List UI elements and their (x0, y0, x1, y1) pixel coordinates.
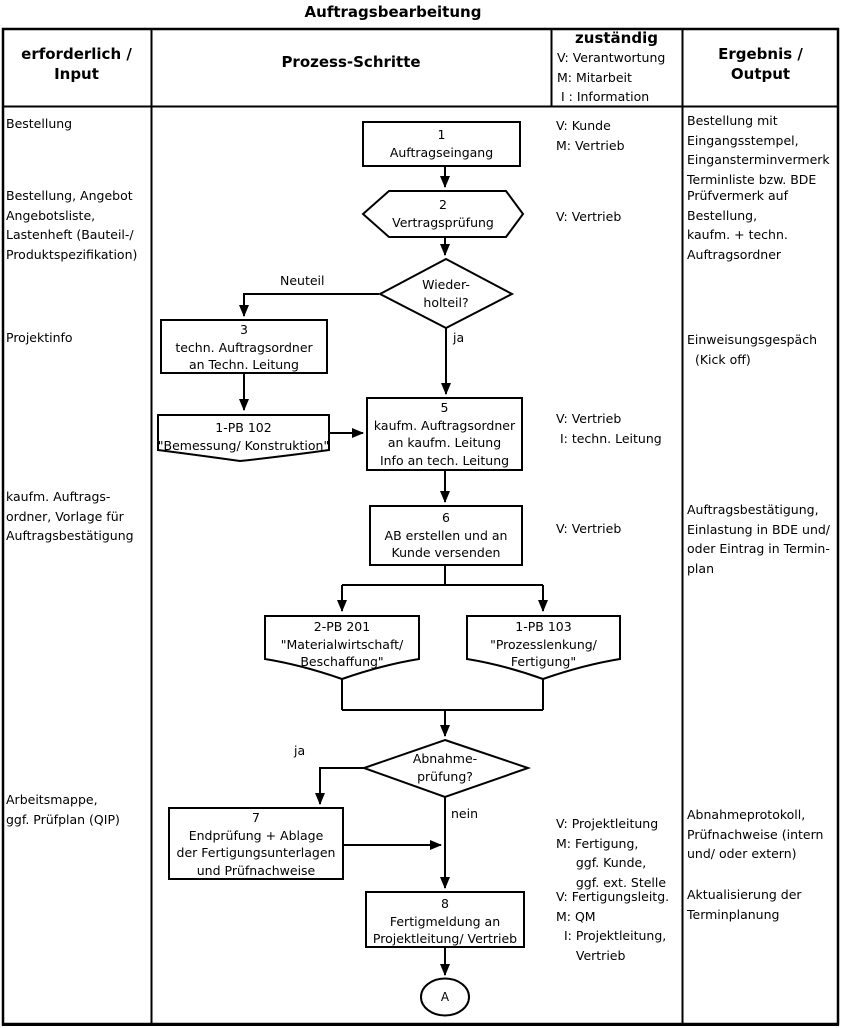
responsibility-step1: V: Kunde M: Vertrieb (556, 118, 625, 153)
responsibility-step2: V: Vertrieb (556, 209, 622, 224)
document-pb102 (157, 414, 330, 463)
connector-circle-a (420, 977, 470, 1017)
header-responsible-legend: V: Verantwortung M: Mitarbeit I : Inform… (557, 50, 666, 104)
input-angebot: Bestellung, Angebot Angebotsliste, Laste… (6, 188, 138, 262)
edge-neuteil (239, 293, 379, 317)
label-step-3: 3 techn. Auftragsordner an Techn. Leitun… (175, 322, 313, 372)
document-pb103 (466, 615, 621, 681)
edge-label-neuteil: Neuteil (280, 273, 325, 288)
page-title: Auftragsbearbeitung (304, 3, 482, 21)
decision-wiederholteil (377, 257, 515, 330)
label-connector-a: A (440, 990, 450, 1004)
label-document-pb102: 1-PB 102 "Bemessung/ Konstruktion" (157, 420, 330, 453)
responsibility-step5: V: Vertrieb I: techn. Leitung (556, 411, 662, 446)
label-document-pb201: 2-PB 201 "Materialwirtschaft/ Beschaffun… (280, 619, 404, 669)
header-process-column: Prozess-Schritte (281, 53, 421, 71)
hexagon-step-2 (361, 190, 525, 238)
label-step-1: 1 Auftragseingang (389, 127, 494, 160)
process-box-6 (369, 505, 523, 566)
edge-label-ja-abnahme: ja (294, 743, 306, 758)
label-decision-wiederholteil: Wieder- holteil? (422, 277, 470, 310)
header-input-column: erforderlich / Input (21, 45, 132, 83)
label-document-pb103: 1-PB 103 "Prozesslenkung/ Fertigung" (490, 619, 597, 669)
decision-abnahmepruefung (360, 738, 532, 799)
output-pruefvermerk: Prüfvermerk auf Bestellung, kaufm. + tec… (687, 188, 788, 262)
input-auftragsordner: kaufm. Auftrags- ordner, Vorlage für Auf… (6, 489, 134, 543)
edge-ja2 (315, 767, 364, 805)
flow-connectors (239, 166, 548, 976)
input-bestellung: Bestellung (6, 116, 73, 131)
header-responsible-title: zuständig (575, 29, 658, 47)
edge-label-ja-wiederholteil: ja (453, 330, 465, 345)
input-arbeitsmappe: Arbeitsmappe, ggf. Prüfplan (QIP) (6, 792, 120, 827)
process-box-3 (160, 319, 328, 374)
edge-label-nein: nein (451, 806, 479, 821)
output-abnahmeprotokoll: Abnahmeprotokoll, Prüfnachweise (intern … (687, 807, 824, 861)
output-aktualisierung: Aktualisierung der Terminplanung (687, 887, 802, 922)
output-bestellung-stempel: Bestellung mit Eingangsstempel, Einganst… (687, 113, 830, 187)
label-step-8: 8 Fertigmeldung an Projektleitung/ Vertr… (372, 896, 518, 946)
input-projektinfo: Projektinfo (6, 330, 73, 345)
responsibility-step7: V: Projektleitung M: Fertigung, ggf. Kun… (556, 816, 667, 890)
table-grid (1, 27, 840, 1026)
label-decision-abnahmepruefung: Abnahme- prüfung? (412, 751, 478, 784)
process-box-7 (168, 807, 344, 880)
output-auftragsbestaetigung: Auftragsbestätigung, Einlastung in BDE u… (687, 502, 831, 576)
responsibility-step6: V: Vertrieb (556, 521, 622, 536)
label-step-6: 6 AB erstellen und an Kunde versenden (384, 510, 508, 560)
process-box-8 (365, 891, 525, 948)
output-einweisungsgespraech: Einweisungsgespäch (Kick off) (687, 332, 818, 367)
label-step-7: 7 Endprüfung + Ablage der Fertigungsunte… (176, 810, 336, 878)
label-step-5: 5 kaufm. Auftragsordner an kaufm. Leitun… (373, 400, 516, 468)
process-box-5 (366, 397, 523, 471)
responsibility-step8: V: Fertigungsleitg. M: QM I: Projektleit… (556, 889, 670, 963)
label-step-2: 2 Vertragsprüfung (392, 197, 494, 230)
document-pb201 (264, 615, 420, 681)
header-output-column: Ergebnis / Output (718, 45, 803, 83)
process-box-1 (362, 121, 521, 167)
